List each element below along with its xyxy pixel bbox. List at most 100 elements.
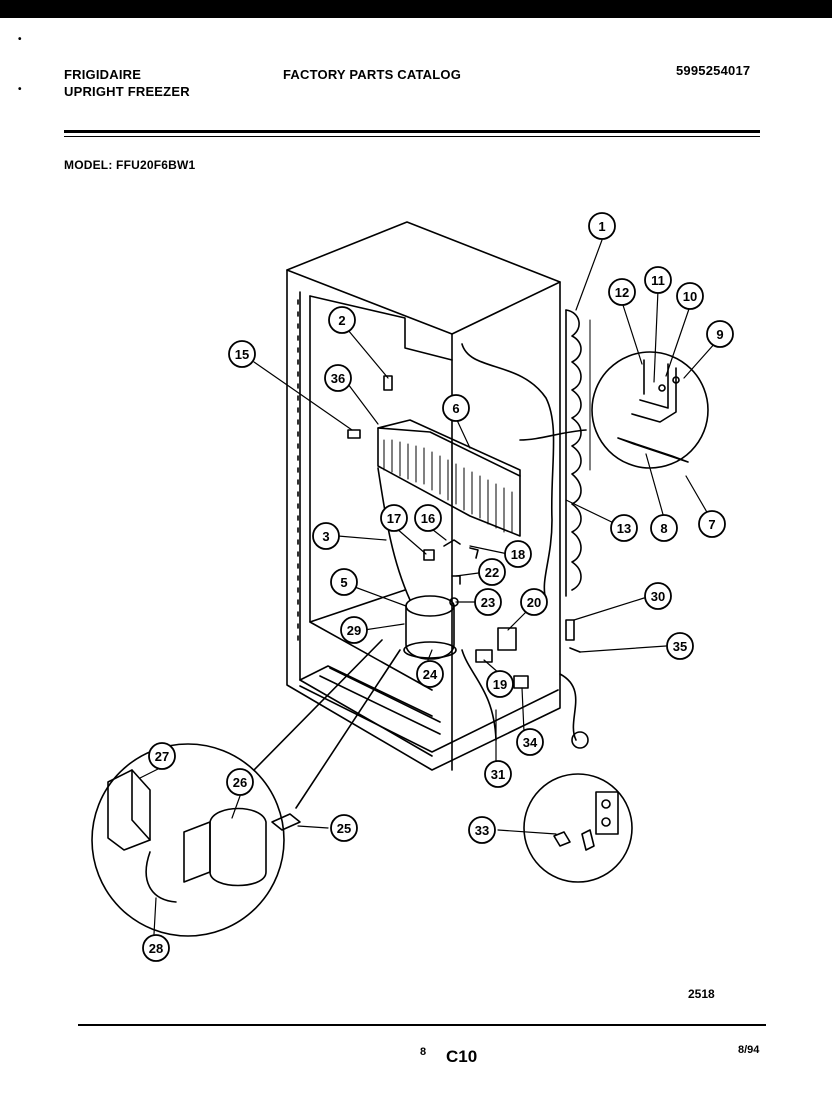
callout-number: 31 [491,767,505,782]
callout-circle [676,282,704,310]
bullet-mark: • [18,34,22,45]
bullet-mark: • [18,84,22,95]
callout-circle [650,514,678,542]
callout-circle [468,816,496,844]
callout-5: 5 [330,568,358,596]
callout-25: 25 [330,814,358,842]
callout-circle [324,364,352,392]
callout-number: 25 [337,821,351,836]
callout-9: 9 [706,320,734,348]
callout-number: 18 [511,547,525,562]
callout-number: 34 [523,735,538,750]
callout-number: 33 [475,823,489,838]
callout-circle [380,504,408,532]
callout-8: 8 [650,514,678,542]
callout-number: 28 [149,941,163,956]
callout-circle [330,568,358,596]
callout-number: 15 [235,347,249,362]
catalog-number: 5995254017 [676,63,751,78]
callout-circle [416,660,444,688]
callout-circle [474,588,502,616]
catalog-title: FACTORY PARTS CATALOG [283,67,462,82]
callout-circle [486,670,514,698]
callout-26: 26 [226,768,254,796]
callout-12: 12 [608,278,636,306]
callout-number: 35 [673,639,687,654]
callout-circle [414,504,442,532]
callout-22: 22 [478,558,506,586]
callout-number: 36 [331,371,345,386]
callout-11: 11 [644,266,672,294]
product-type: UPRIGHT FREEZER [64,84,190,99]
condenser-coil [565,309,591,597]
callout-1: 1 [588,212,616,240]
callout-number: 8 [660,521,667,536]
callout-number: 22 [485,565,499,580]
callout-circle [588,212,616,240]
callout-31: 31 [484,760,512,788]
top-border [0,0,832,18]
figure-number: 2518 [688,987,715,1001]
callout-circle [610,514,638,542]
callout-24: 24 [416,660,444,688]
callout-2: 2 [328,306,356,334]
callout-28: 28 [142,934,170,962]
callout-7: 7 [698,510,726,538]
callout-number: 3 [322,529,329,544]
callout-33: 33 [468,816,496,844]
callout-number: 23 [481,595,495,610]
callout-number: 2 [338,313,345,328]
callout-number: 9 [716,327,723,342]
callout-36: 36 [324,364,352,392]
callout-circle [340,616,368,644]
header-rule-thin [64,136,760,137]
callout-circle [706,320,734,348]
callout-number: 7 [708,517,715,532]
callout-15: 15 [228,340,256,368]
callout-34: 34 [516,728,544,756]
callout-number: 29 [347,623,361,638]
callout-number: 16 [421,511,435,526]
callout-circle [484,760,512,788]
callout-number: 20 [527,595,541,610]
callout-circle [504,540,532,568]
callout-number: 6 [452,401,459,416]
callout-circle [516,728,544,756]
callout-circle [226,768,254,796]
callout-number: 11 [651,273,665,288]
brand-name: FRIGIDAIRE [64,67,142,82]
footer-rule [78,1024,766,1026]
callout-circle [644,266,672,294]
callout-number: 10 [683,289,697,304]
callout-35: 35 [666,632,694,660]
callout-number: 13 [617,521,631,536]
callout-number: 26 [233,775,247,790]
callout-circle [142,934,170,962]
compressor [403,595,457,660]
evaporator [377,419,521,537]
callout-30: 30 [644,582,672,610]
callout-13: 13 [610,514,638,542]
detail-circle-relay [91,639,401,937]
header-rule [64,130,760,133]
callout-circle [228,340,256,368]
callout-circle [666,632,694,660]
model-label: MODEL: FFU20F6BW1 [64,158,196,172]
callout-27: 27 [148,742,176,770]
callout-number: 24 [423,667,438,682]
detail-circle-bracket [591,351,709,469]
callout-circle [312,522,340,550]
page-code: C10 [446,1047,478,1066]
callout-circle [478,558,506,586]
page-date: 8/94 [738,1044,760,1056]
callout-6: 6 [442,394,470,422]
callout-circle [330,814,358,842]
callout-circle [698,510,726,538]
callout-29: 29 [340,616,368,644]
callout-17: 17 [380,504,408,532]
callout-number: 17 [387,511,401,526]
callout-23: 23 [474,588,502,616]
callout-circle [442,394,470,422]
callout-circle [328,306,356,334]
